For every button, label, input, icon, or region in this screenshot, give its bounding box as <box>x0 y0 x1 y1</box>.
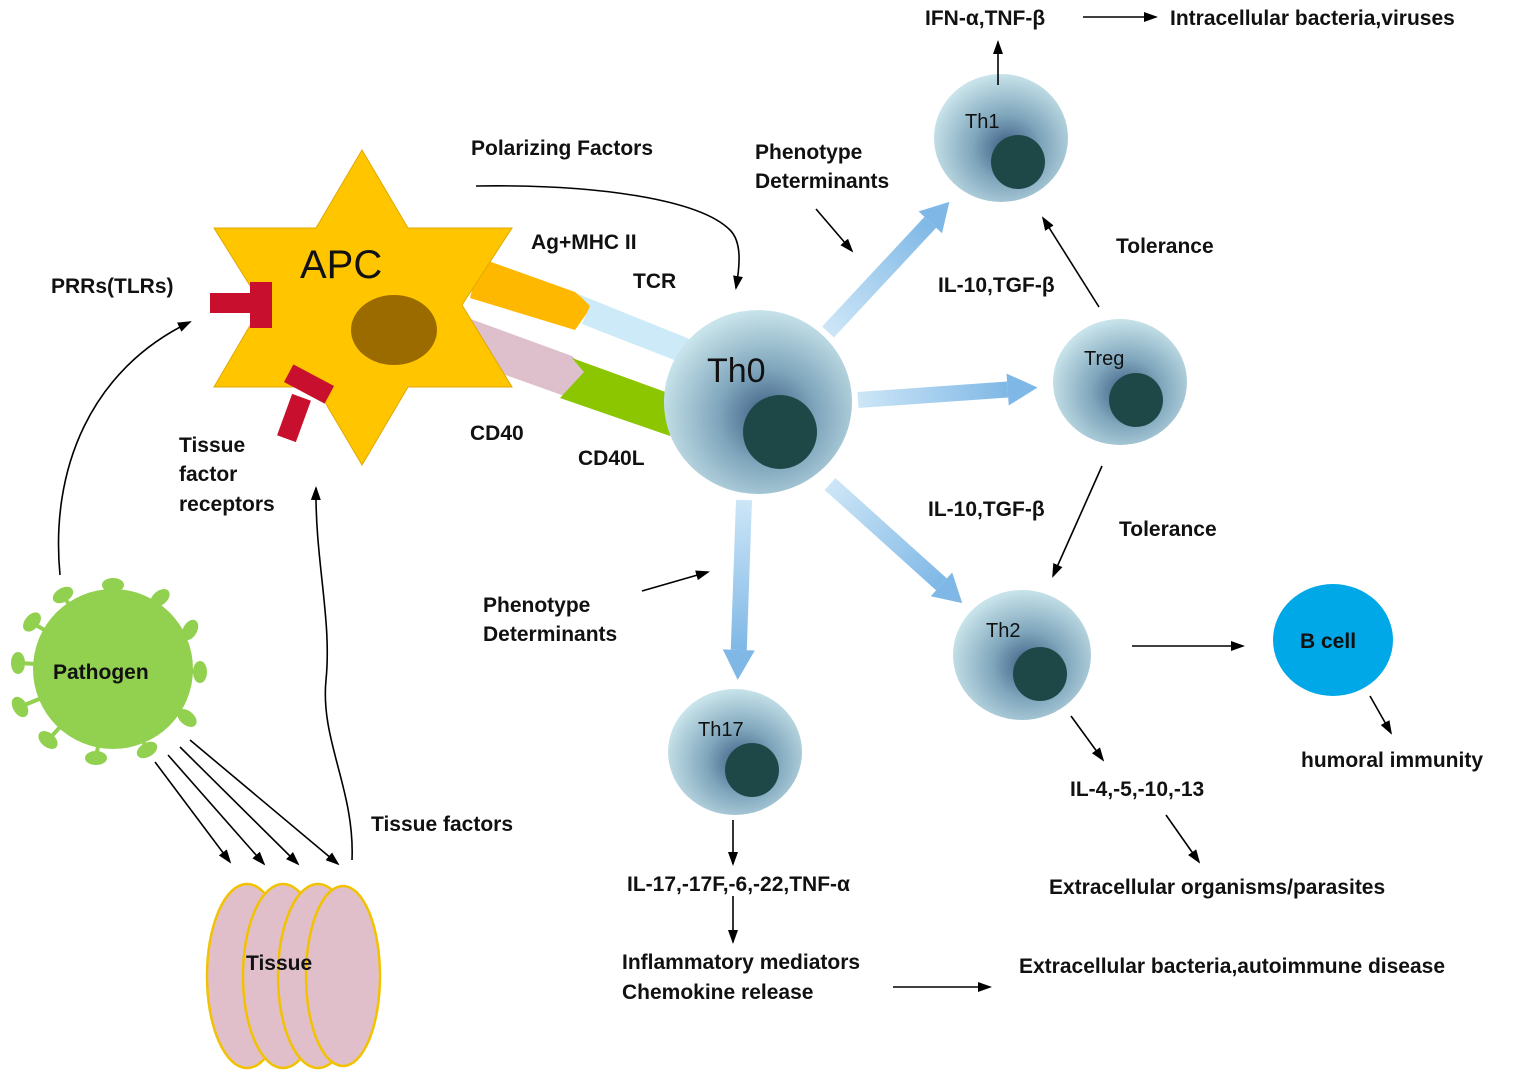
prr-receptor <box>210 282 272 328</box>
cd40-bar <box>458 318 588 398</box>
tissue-label: Tissue <box>246 952 312 975</box>
th0-label: Th0 <box>707 352 766 390</box>
pathogen-label: Pathogen <box>53 661 149 684</box>
th2-nucleus <box>1013 647 1067 701</box>
tolerance-bottom-label: Tolerance <box>1119 518 1217 541</box>
phenotype-bottom-arrow <box>641 570 710 592</box>
th1-label: Th1 <box>965 111 999 133</box>
apc-label: APC <box>300 243 382 287</box>
th17-cytokines-label: IL-17,-17F,-6,-22,TNF-α <box>627 873 850 896</box>
cd40l-bar <box>560 358 682 436</box>
th2-cell: Th2 <box>953 590 1091 720</box>
pathogen-to-tissue-arrow-4 <box>189 739 340 866</box>
extracellular-bacteria-label: Extracellular bacteria,autoimmune diseas… <box>1019 955 1445 978</box>
th0-cell: Th0 <box>664 310 852 494</box>
connector-arrows <box>57 12 1392 992</box>
inflammatory-label: Inflammatory mediators Chemokine release <box>622 951 866 1004</box>
treg-label: Treg <box>1084 348 1124 370</box>
tissue-factor-receptors-label: Tissue factor receptors <box>179 434 275 516</box>
polarizing-factors-label: Polarizing Factors <box>471 137 653 160</box>
ag-mhc-label: Ag+MHC II <box>531 231 637 254</box>
ifn-tnf-label: IFN-α,TNF-β <box>925 7 1045 30</box>
th17-label: Th17 <box>698 719 744 741</box>
th1-cell: Th1 <box>934 74 1068 202</box>
th0-to-th1-arrow <box>822 201 950 338</box>
treg-to-th1-tolerance-arrow <box>1041 216 1100 308</box>
pathogen-to-tissue-arrow-1 <box>154 761 232 864</box>
phenotype-top-arrow <box>815 208 854 253</box>
treg-nucleus <box>1109 373 1163 427</box>
th17-nucleus <box>725 743 779 797</box>
tissue: Tissue <box>205 882 382 1070</box>
th0-to-th17-arrow <box>722 499 755 680</box>
phenotype-bottom-label: Phenotype Determinants <box>483 594 617 646</box>
pathogen: Pathogen <box>11 578 207 765</box>
apc-nucleus <box>351 295 437 365</box>
intracellular-label: Intracellular bacteria,viruses <box>1170 7 1455 30</box>
treg-cell: Treg <box>1053 319 1187 445</box>
extracellular-parasites-label: Extracellular organisms/parasites <box>1049 876 1385 899</box>
th0-nucleus <box>743 395 817 469</box>
th0-to-th2-arrow <box>824 478 963 604</box>
b-cell: B cell <box>1273 584 1393 696</box>
th2-to-cytokines-arrow <box>1070 715 1105 762</box>
il10-bottom-label: IL-10,TGF-β <box>928 498 1045 521</box>
treg-to-th2-tolerance-arrow <box>1052 465 1103 578</box>
pathogen-to-tissue-arrow-2 <box>167 754 266 866</box>
cd40l-label: CD40L <box>578 447 645 470</box>
cd40-label: CD40 <box>470 422 524 445</box>
ag-mhc-bar <box>470 258 592 330</box>
polarizing-factors-arrow <box>475 185 743 290</box>
il10-top-label: IL-10,TGF-β <box>938 274 1055 297</box>
th0-to-treg-arrow <box>857 373 1038 408</box>
phenotype-top-label: Phenotype Determinants <box>755 141 889 193</box>
th17-cell: Th17 <box>668 689 802 815</box>
tissue-factor-receptor <box>277 364 335 443</box>
th1-nucleus <box>991 135 1045 189</box>
th2-cytokines-label: IL-4,-5,-10,-13 <box>1070 778 1204 801</box>
cytokines-to-parasites-arrow <box>1165 814 1201 864</box>
bcell-to-humoral-arrow <box>1369 695 1392 735</box>
b-cell-label: B cell <box>1300 630 1356 653</box>
pathogen-to-prr-arrow <box>57 321 192 576</box>
tissue-factors-to-apc-arrow <box>310 486 353 861</box>
tcr-label: TCR <box>633 270 676 293</box>
pathogen-to-tissue-arrow-3 <box>179 746 300 866</box>
tcr-bar <box>578 294 712 372</box>
th2-label: Th2 <box>986 620 1020 642</box>
prrs-label: PRRs(TLRs) <box>51 275 174 298</box>
tolerance-top-label: Tolerance <box>1116 235 1214 258</box>
tissue-factors-label: Tissue factors <box>371 813 513 836</box>
humoral-label: humoral immunity <box>1301 749 1483 772</box>
